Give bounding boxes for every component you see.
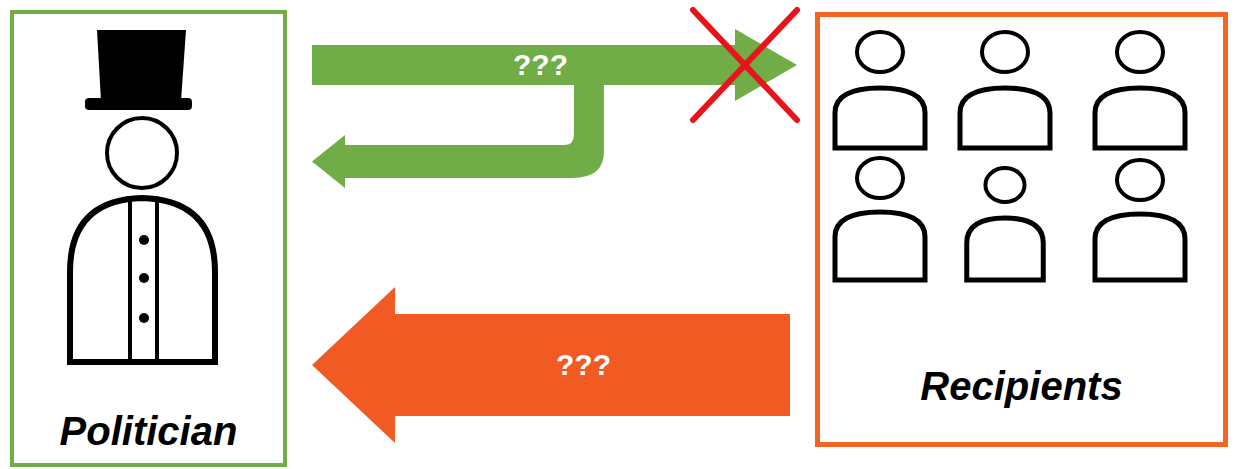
politician-illustration [14, 14, 291, 469]
person-head [1117, 160, 1163, 200]
person-body [835, 212, 925, 280]
person-head [1117, 32, 1163, 72]
politician-figure [70, 30, 215, 362]
return-branch [312, 84, 604, 188]
person-body [1095, 88, 1185, 148]
person-head [982, 32, 1028, 72]
node-title: Recipients [920, 364, 1122, 408]
block-arrow [312, 287, 790, 443]
edge-label: ??? [513, 50, 568, 80]
head [107, 118, 177, 188]
person-head [985, 168, 1024, 202]
button [139, 313, 149, 323]
cross-mark [693, 10, 797, 120]
recipients-figure [835, 32, 1185, 280]
person-body [967, 218, 1044, 280]
green-arrow [312, 29, 797, 188]
button [139, 273, 149, 283]
person-head [857, 32, 903, 72]
recipients-box: Recipients [815, 12, 1228, 447]
button [139, 235, 149, 245]
placket-line [128, 200, 132, 362]
placket-line [155, 200, 159, 362]
person-body [1095, 214, 1185, 280]
node-title: Politician [60, 409, 238, 453]
edge-label: ??? [556, 350, 611, 380]
orange-arrow [312, 287, 790, 443]
politician-box: Politician [10, 10, 287, 467]
person-body [960, 88, 1050, 148]
cross-mark [693, 10, 797, 120]
person-body [835, 88, 925, 148]
top-hat [97, 30, 186, 101]
person-head [857, 158, 903, 198]
hat-brim [85, 98, 192, 110]
body [70, 198, 215, 362]
